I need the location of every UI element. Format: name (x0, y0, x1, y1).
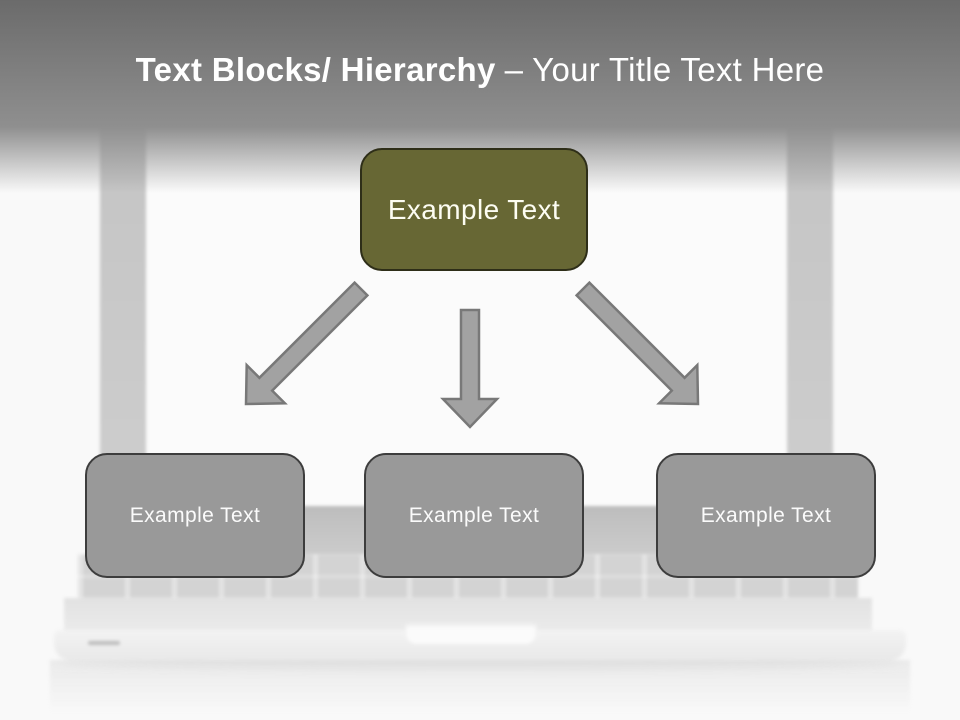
root-node-label: Example Text (387, 193, 561, 225)
laptop-reflection (50, 660, 910, 712)
child-node-3: Example Text (656, 453, 876, 578)
child-node-3-label: Example Text (700, 503, 832, 527)
child-node-1: Example Text (85, 453, 305, 578)
child-node-2-label: Example Text (408, 503, 540, 527)
child-node-1-label: Example Text (129, 503, 261, 527)
slide-title-bold: Text Blocks/ Hierarchy (135, 51, 496, 88)
slide-title-regular: – Your Title Text Here (504, 51, 825, 88)
title-band (0, 0, 960, 127)
child-node-2: Example Text (364, 453, 584, 578)
slide-title: Text Blocks/ Hierarchy– Your Title Text … (0, 50, 960, 90)
root-node: Example Text (360, 148, 588, 271)
laptop-thumb-notch (405, 622, 537, 644)
laptop-sleep-light (88, 641, 120, 645)
